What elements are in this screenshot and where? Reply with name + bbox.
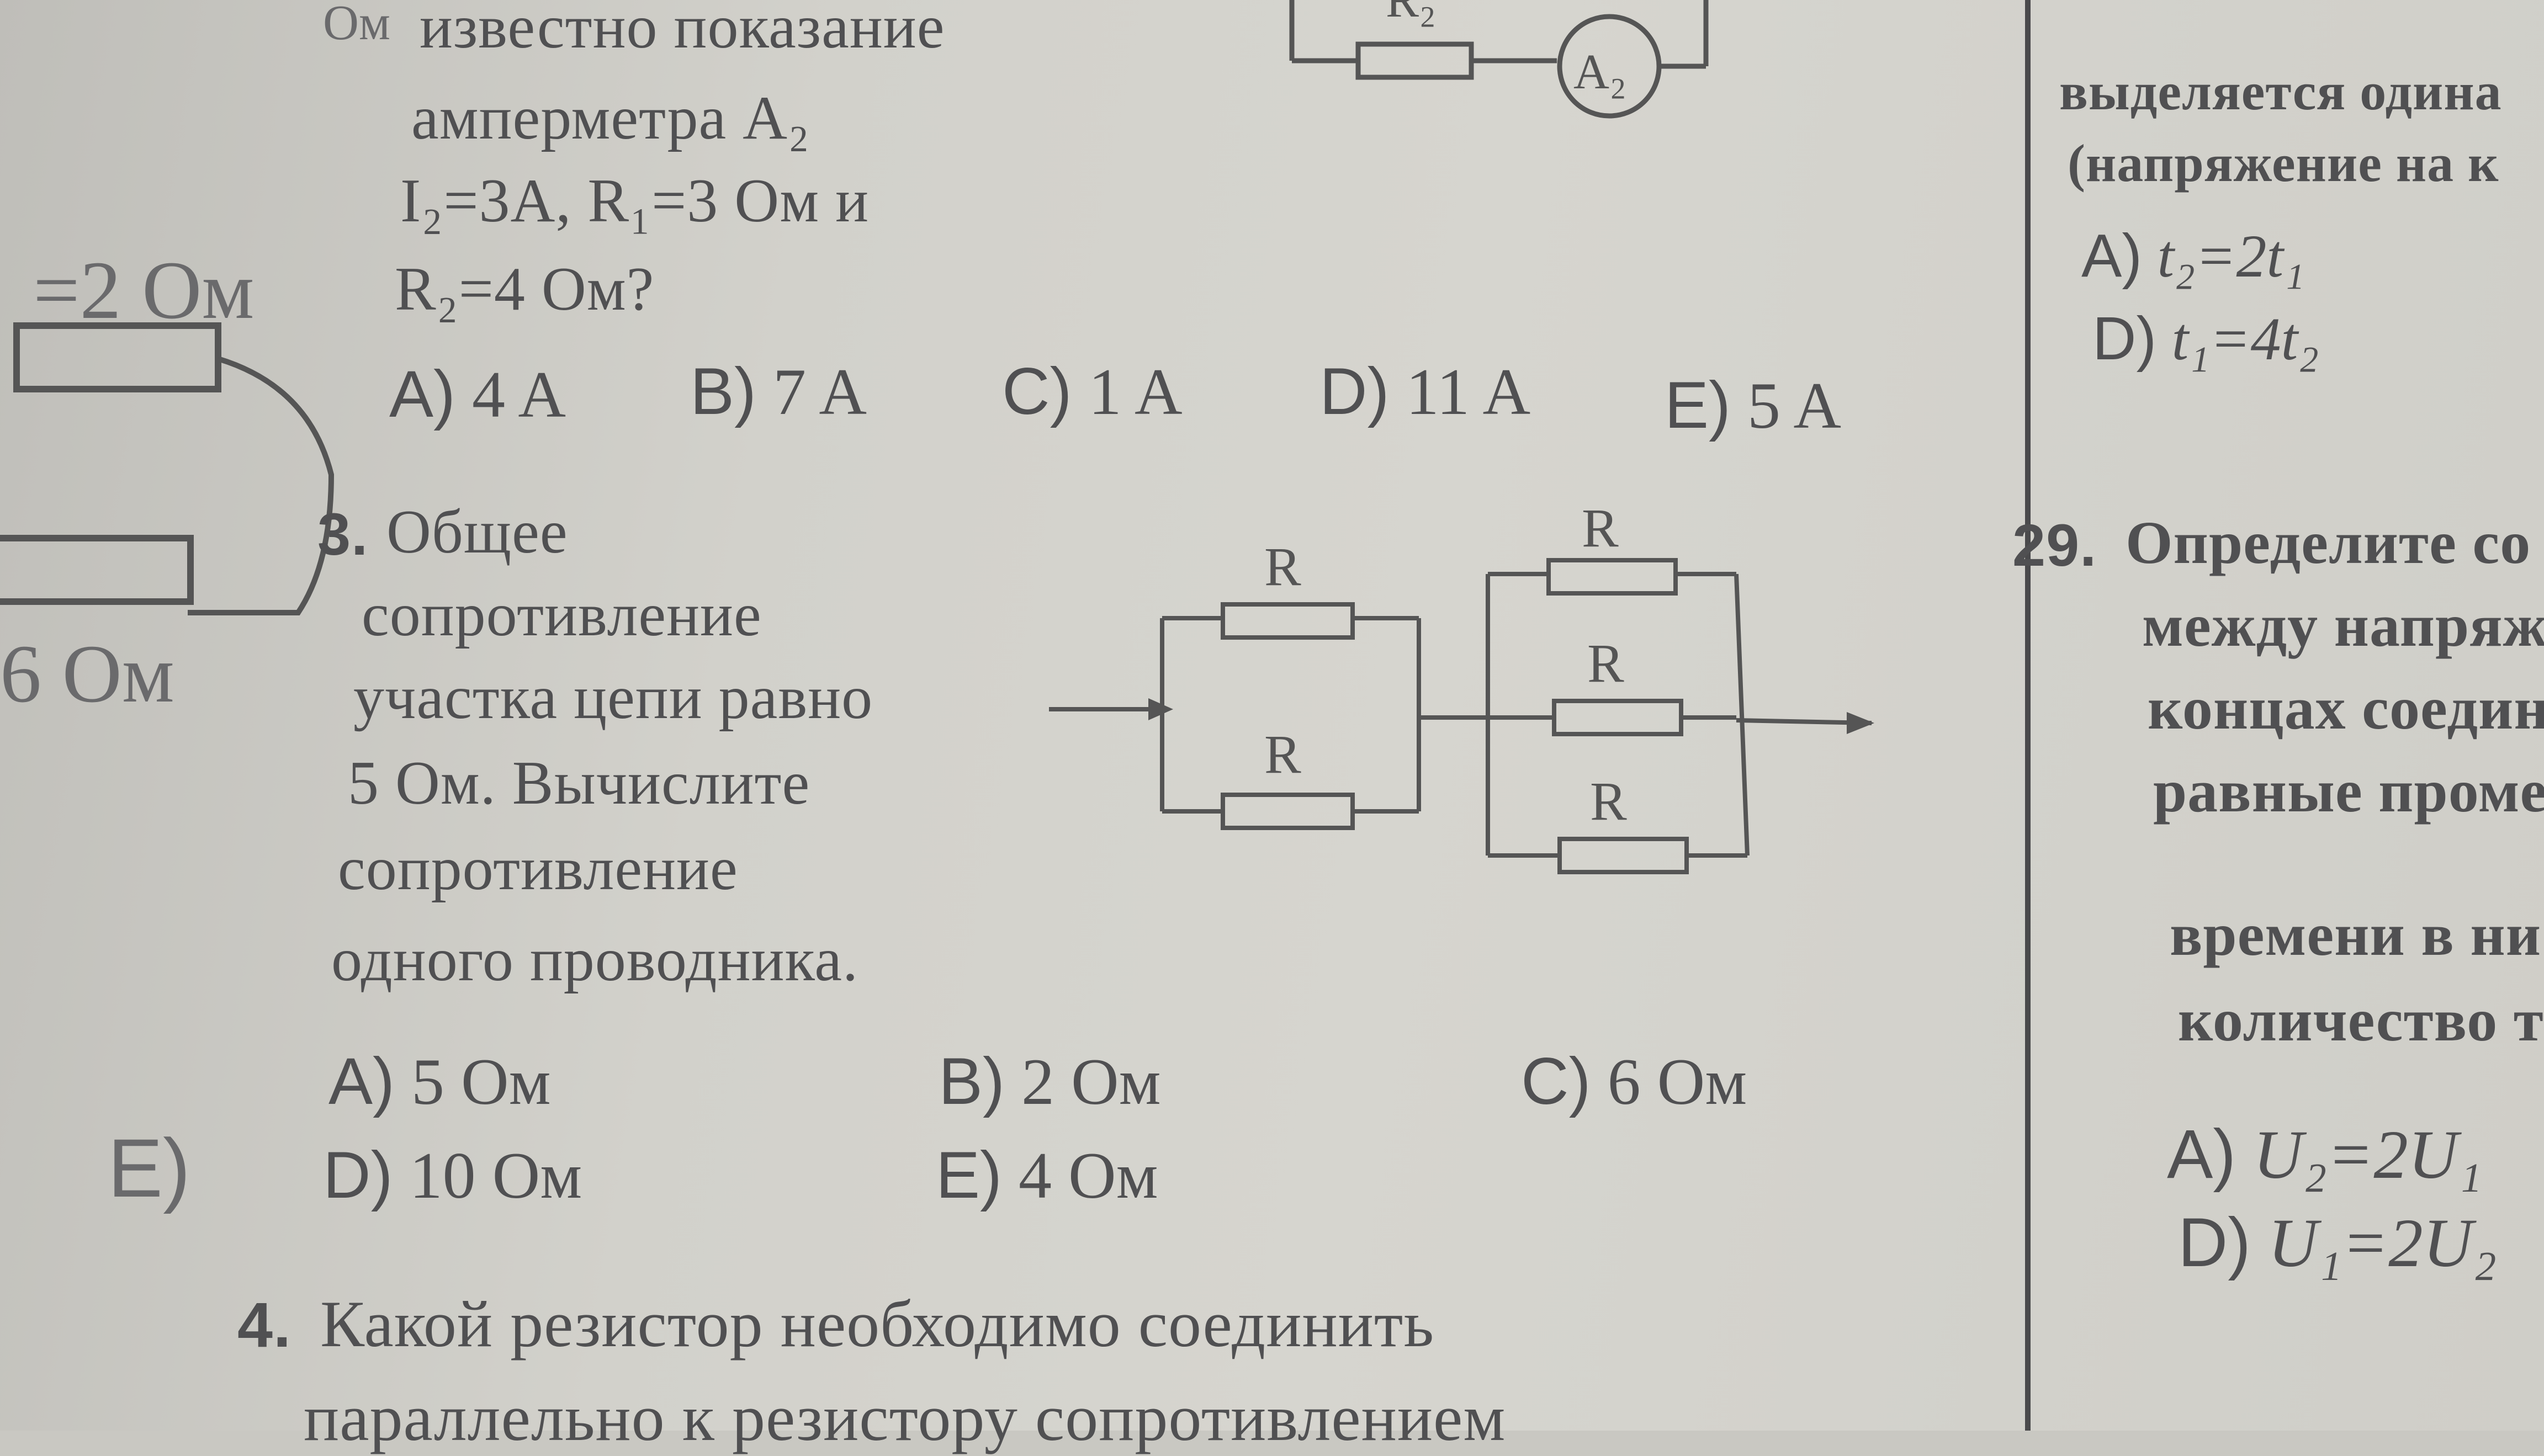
- q3-answer-c: C) 6 Ом: [1521, 1044, 1747, 1118]
- resistor-1-label: R: [1264, 536, 1301, 597]
- question-29-line-6: количество т: [2178, 986, 2544, 1054]
- question-3-line-3: участка цепи равно: [353, 663, 873, 732]
- q3-answer-e: E) 4 Ом: [936, 1138, 1158, 1212]
- right-top-line-1: выделяется одина: [2059, 62, 2502, 121]
- resistor-4-label: R: [1587, 633, 1624, 694]
- left-fragment-e: E): [108, 1122, 190, 1214]
- resistor-4: [1552, 699, 1683, 736]
- left-resistor-bottom: [0, 535, 194, 605]
- right-answer-a-bottom: A) U₂=2U₁: [2167, 1116, 2482, 1193]
- question-29-line-1: Определите со: [2126, 509, 2531, 576]
- left-circuit-fragment: [0, 322, 335, 615]
- right-top-line-2: (напряжение на к: [2068, 134, 2499, 193]
- prev-question-line-1: известно показание: [420, 0, 945, 61]
- question-4-line-1: Какой резистор необходимо соединить: [320, 1287, 1435, 1361]
- question-3-line-5: сопротивление: [338, 835, 738, 903]
- right-answer-a-top: A) t₂=2t₁: [2081, 222, 2305, 290]
- question-29-line-2: между напряж: [2142, 592, 2544, 659]
- resistor-1: [1221, 602, 1355, 640]
- resistor-3: [1546, 558, 1678, 596]
- prev-answer-a: A) 4 A: [389, 357, 566, 431]
- resistor-5: [1557, 837, 1689, 874]
- right-answer-d-bottom: D) U₁=2U₂: [2178, 1204, 2497, 1282]
- prev-circuit-fragment: R₂ A₂: [1289, 0, 1709, 119]
- prev-question-line-2: амперметра A₂: [411, 84, 810, 152]
- question-4-line-2: параллельно к резистору сопротивлением: [304, 1381, 1506, 1454]
- prev-answer-c: C) 1 A: [1002, 354, 1183, 428]
- resistor-2: [1221, 793, 1355, 830]
- question-3-line-1: Общее: [386, 498, 568, 566]
- question-29-line-4: равные проме: [2153, 757, 2544, 825]
- question-29-line-5: времени в ни: [2170, 901, 2542, 968]
- prev-question-line-3: I₂=3A, R₁=3 Ом и: [400, 167, 869, 235]
- question-3-line-4: 5 Ом. Вычислите: [348, 749, 810, 817]
- resistor-2-label: R: [1264, 724, 1301, 785]
- left-wire: [188, 356, 335, 615]
- prev-answer-e: E) 5 A: [1665, 368, 1842, 442]
- prev-answer-b: B) 7 A: [690, 354, 867, 428]
- prev-answer-d: D) 11 A: [1319, 354, 1531, 428]
- question-3-line-2: сопротивление: [362, 581, 762, 649]
- resistor-3-label: R: [1582, 497, 1619, 559]
- column-divider: [2025, 0, 2031, 1431]
- left-fragment-6-ohm: 6 Ом: [0, 628, 174, 720]
- q3-answer-a: A) 5 Ом: [328, 1044, 551, 1118]
- output-arrow: [1847, 712, 1874, 734]
- question-29-number: 29.: [2012, 512, 2097, 578]
- prev-question-line-4: R₂=4 Ом?: [395, 255, 655, 323]
- resistor-5-label: R: [1590, 770, 1627, 832]
- left-fragment-2-ohm: =2 Ом: [33, 245, 255, 336]
- question-3-circuit: R R R R R: [1049, 497, 1874, 874]
- q3-answer-b: B) 2 Ом: [939, 1044, 1161, 1118]
- right-answer-d-top: D) t₁=4t₂: [2092, 305, 2319, 373]
- question-4-number: 4.: [237, 1290, 292, 1361]
- prev-r2-resistor: [1355, 41, 1474, 80]
- prev-r2-label: R₂: [1386, 0, 1436, 28]
- left-fragment-om: Ом: [323, 0, 390, 50]
- question-29-line-3: концах соедин: [2148, 674, 2544, 742]
- question-3-number: 3.: [317, 501, 369, 567]
- question-3-line-6: одного проводника.: [331, 926, 858, 994]
- q3-answer-d: D) 10 Ом: [323, 1138, 582, 1212]
- left-resistor-top: [13, 322, 221, 392]
- ammeter-label: A₂: [1573, 45, 1626, 99]
